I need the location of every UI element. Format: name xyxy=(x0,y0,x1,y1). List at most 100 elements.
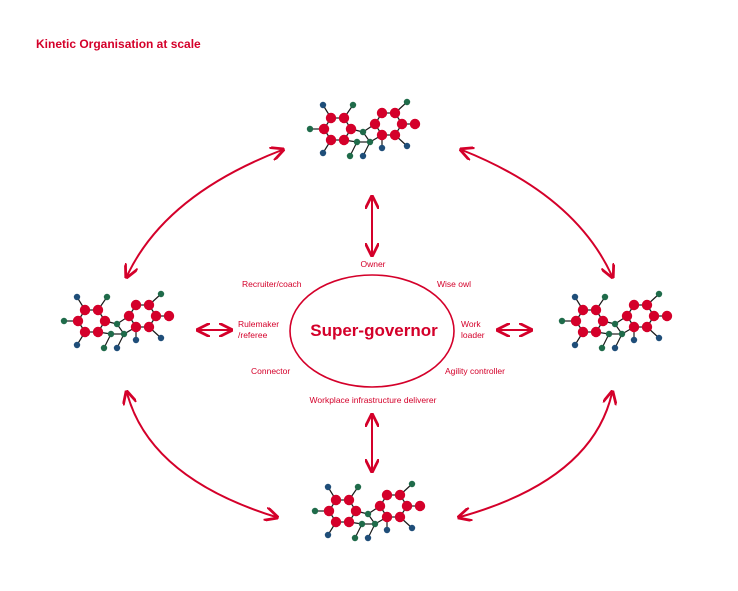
molecule-node xyxy=(113,344,121,352)
molecule-node xyxy=(371,520,379,528)
molecule-node xyxy=(157,290,165,298)
molecule-node xyxy=(324,483,332,491)
molecule-node xyxy=(590,304,602,316)
molecule-node xyxy=(358,520,366,528)
arrow-top-right xyxy=(462,150,612,276)
molecule-cluster-left xyxy=(60,290,175,352)
molecule-node xyxy=(383,526,391,534)
molecule-node xyxy=(330,494,342,506)
molecule-node xyxy=(611,344,619,352)
molecule-node xyxy=(605,330,613,338)
molecule-node xyxy=(345,123,357,135)
molecule-node xyxy=(319,101,327,109)
molecule-node xyxy=(120,330,128,338)
molecule-node xyxy=(359,128,367,136)
molecule-node xyxy=(79,304,91,316)
super-governor-label: Super-governor xyxy=(310,321,438,340)
molecule-node xyxy=(349,101,357,109)
molecule-node xyxy=(389,107,401,119)
molecule-node xyxy=(150,310,162,322)
molecule-node xyxy=(72,315,84,327)
molecule-cluster-right xyxy=(558,290,673,352)
molecule-node xyxy=(655,334,663,342)
molecule-node xyxy=(311,507,319,515)
role-agility-controller: Agility controller xyxy=(445,366,505,376)
molecule-node xyxy=(364,510,372,518)
molecule-node xyxy=(376,107,388,119)
molecule-node xyxy=(381,511,393,523)
molecule-node xyxy=(132,336,140,344)
molecule-node xyxy=(590,326,602,338)
molecule-node xyxy=(73,341,81,349)
molecule-node xyxy=(601,293,609,301)
molecule-node xyxy=(655,290,663,298)
molecule-node xyxy=(353,138,361,146)
molecule-node xyxy=(401,500,413,512)
molecule-node xyxy=(324,531,332,539)
molecule-node xyxy=(92,326,104,338)
role-rulemaker: Rulemaker xyxy=(238,319,279,329)
molecule-node xyxy=(376,129,388,141)
molecule-node xyxy=(319,149,327,157)
role-referee: /referee xyxy=(238,330,268,340)
molecule-node xyxy=(73,293,81,301)
molecule-node xyxy=(107,330,115,338)
molecule-node xyxy=(577,326,589,338)
molecule-node xyxy=(408,524,416,532)
molecule-node xyxy=(408,480,416,488)
molecule-node xyxy=(597,315,609,327)
molecule-node xyxy=(343,494,355,506)
molecule-node xyxy=(103,293,111,301)
molecule-node xyxy=(364,534,372,542)
molecule-node xyxy=(92,304,104,316)
super-governor-ellipse xyxy=(289,274,455,388)
molecule-node xyxy=(558,317,566,325)
role-recruiter-coach: Recruiter/coach xyxy=(242,279,302,289)
molecule-node xyxy=(611,320,619,328)
molecule-node xyxy=(628,299,640,311)
molecule-node xyxy=(414,500,426,512)
molecule-node xyxy=(346,152,354,160)
molecule-node xyxy=(378,144,386,152)
role-work: Work xyxy=(461,319,481,329)
molecule-node xyxy=(338,134,350,146)
molecule-node xyxy=(621,310,633,322)
molecule-node xyxy=(359,152,367,160)
role-workplace-deliverer: Workplace infrastructure deliverer xyxy=(310,395,437,405)
molecule-node xyxy=(369,118,381,130)
molecule-node xyxy=(403,142,411,150)
molecule-node xyxy=(571,341,579,349)
molecule-node xyxy=(598,344,606,352)
molecule-node xyxy=(570,315,582,327)
molecule-node xyxy=(338,112,350,124)
molecule-node xyxy=(350,505,362,517)
molecule-node xyxy=(374,500,386,512)
role-owner: Owner xyxy=(360,259,385,269)
molecule-node xyxy=(157,334,165,342)
arrow-right-bottom xyxy=(460,393,612,517)
molecule-node xyxy=(661,310,673,322)
molecule-node xyxy=(113,320,121,328)
molecule-node xyxy=(330,516,342,528)
molecule-node xyxy=(60,317,68,325)
molecule-node xyxy=(648,310,660,322)
molecule-node xyxy=(343,516,355,528)
molecule-node xyxy=(409,118,421,130)
role-loader: loader xyxy=(461,330,485,340)
role-wise-owl: Wise owl xyxy=(437,279,471,289)
molecule-cluster-top xyxy=(306,98,421,160)
molecule-node xyxy=(325,112,337,124)
molecule-node xyxy=(100,344,108,352)
molecule-node xyxy=(577,304,589,316)
molecule-node xyxy=(163,310,175,322)
molecule-node xyxy=(641,299,653,311)
molecule-node xyxy=(325,134,337,146)
molecule-node xyxy=(628,321,640,333)
molecule-node xyxy=(396,118,408,130)
molecule-node xyxy=(351,534,359,542)
molecule-node xyxy=(130,321,142,333)
molecule-node xyxy=(130,299,142,311)
molecule-node xyxy=(143,321,155,333)
molecule-node xyxy=(394,511,406,523)
